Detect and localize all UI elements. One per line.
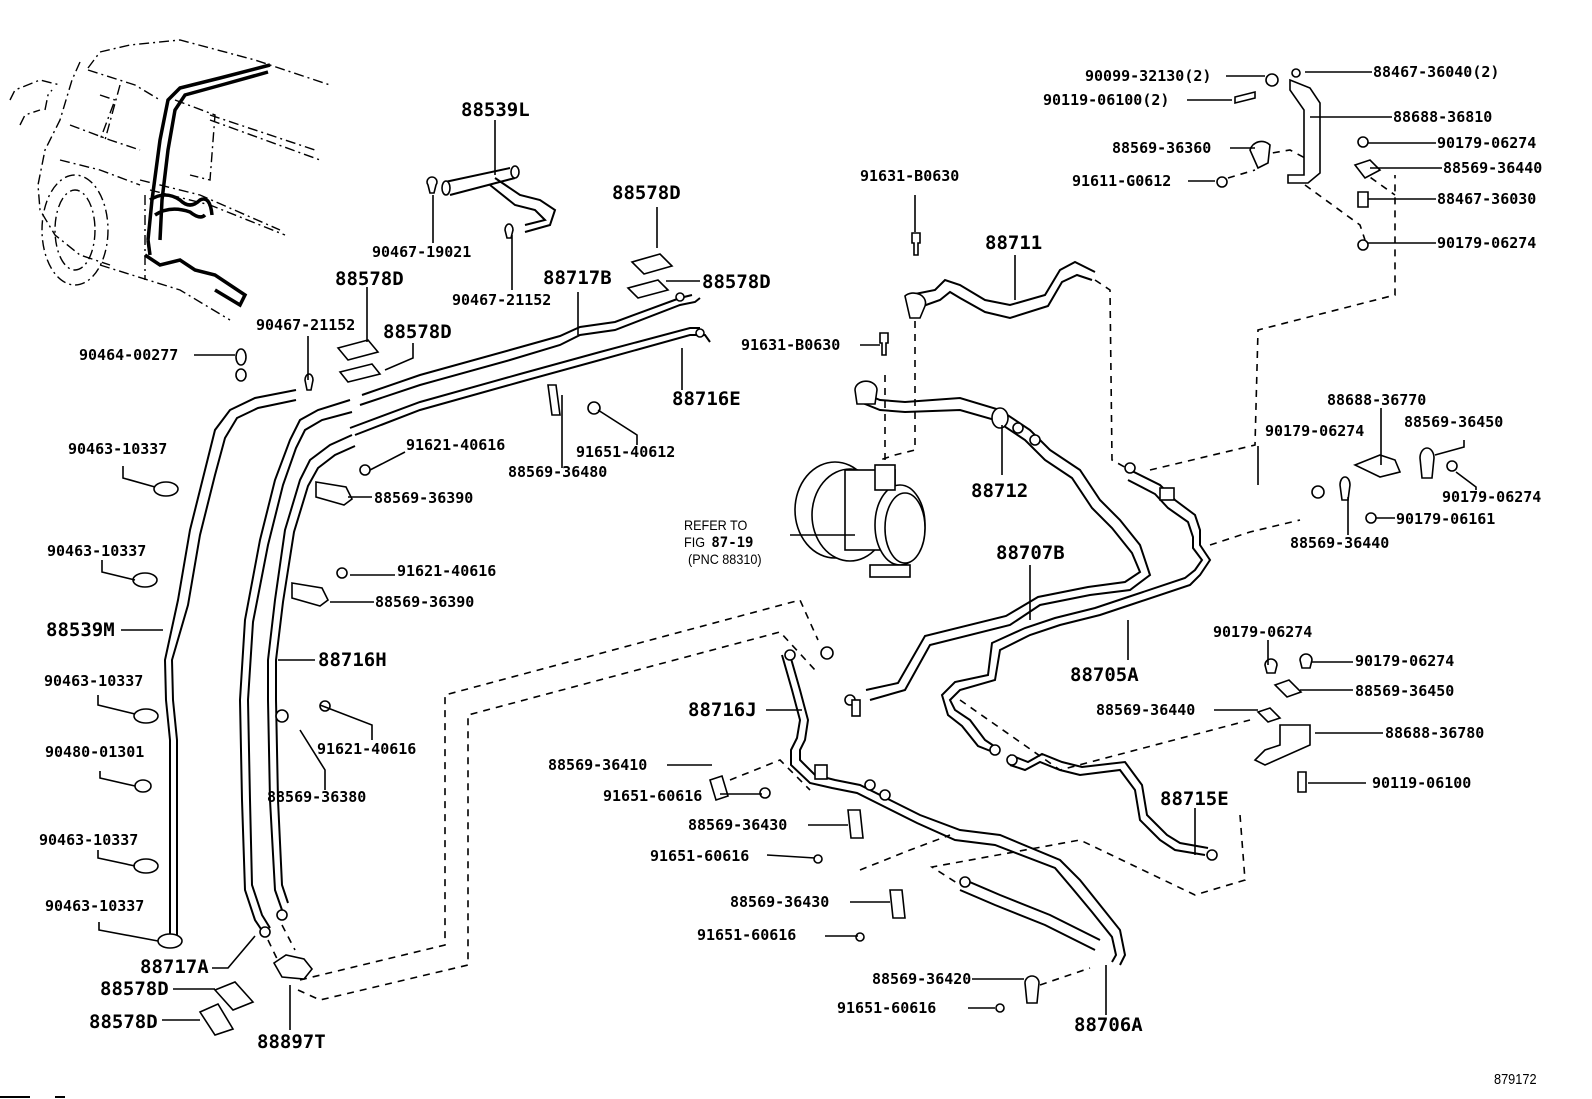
assembly-label-88578D-right[interactable]: 88578D xyxy=(702,271,771,293)
part-label-90179-06274[interactable]: 90179-06274 xyxy=(1442,488,1542,506)
part-label-88569-36450[interactable]: 88569-36450 xyxy=(1404,413,1504,431)
part-label-90467-21152[interactable]: 90467-21152 xyxy=(256,316,356,334)
tube-88715E-illustration xyxy=(989,744,1218,861)
assembly-label-88539M[interactable]: 88539M xyxy=(46,619,115,641)
clipped-mark xyxy=(0,1096,30,1098)
assembly-label-88539L[interactable]: 88539L xyxy=(461,99,530,121)
refer-note-line2: FIG 87-19 xyxy=(684,534,754,551)
assembly-label-88705A[interactable]: 88705A xyxy=(1070,664,1139,686)
tube-88705A-illustration xyxy=(940,462,1212,753)
assembly-label-88711[interactable]: 88711 xyxy=(985,232,1043,254)
part-label-90463-10337[interactable]: 90463-10337 xyxy=(45,897,145,915)
figure-id: 879172 xyxy=(1494,1071,1537,1088)
tube-88716H-88717A-illustration xyxy=(238,399,356,938)
assembly-label-88716E[interactable]: 88716E xyxy=(672,388,741,410)
assembly-label-88716H[interactable]: 88716H xyxy=(318,649,387,671)
part-label-88467-36030[interactable]: 88467-36030 xyxy=(1437,190,1537,208)
part-label-88569-36410[interactable]: 88569-36410 xyxy=(548,756,648,774)
tube-88717B-illustration xyxy=(349,292,711,436)
part-label-88569-36440[interactable]: 88569-36440 xyxy=(1443,159,1543,177)
part-label-91611-G0612[interactable]: 91611-G0612 xyxy=(1072,172,1172,190)
part-label-88569-36360[interactable]: 88569-36360 xyxy=(1112,139,1212,157)
part-label-91651-60616[interactable]: 91651-60616 xyxy=(650,847,750,865)
assembly-label-88715E[interactable]: 88715E xyxy=(1160,788,1229,810)
part-label-90099-32130[interactable]: 90099-32130(2) xyxy=(1085,67,1212,85)
hose-88711-88712-illustration xyxy=(794,232,1152,717)
hose-88539M-illustration xyxy=(163,389,297,940)
part-label-88569-36480[interactable]: 88569-36480 xyxy=(508,463,608,481)
hardware-glyphs xyxy=(132,68,1458,1036)
assembly-label-88578D-lower2[interactable]: 88578D xyxy=(89,1011,158,1033)
part-label-88688-36770[interactable]: 88688-36770 xyxy=(1327,391,1427,409)
leader-lines xyxy=(97,71,1477,1030)
assembly-label-88897T[interactable]: 88897T xyxy=(257,1031,326,1053)
assembly-label-88717A[interactable]: 88717A xyxy=(140,956,209,978)
part-label-88569-36430[interactable]: 88569-36430 xyxy=(688,816,788,834)
assembly-label-88578D-mid[interactable]: 88578D xyxy=(383,321,452,343)
vehicle-outline-illustration xyxy=(9,39,331,321)
part-label-91651-60616[interactable]: 91651-60616 xyxy=(603,787,703,805)
part-label-88569-36440[interactable]: 88569-36440 xyxy=(1096,701,1196,719)
part-label-91621-40616[interactable]: 91621-40616 xyxy=(397,562,497,580)
part-label-91651-60616[interactable]: 91651-60616 xyxy=(837,999,937,1017)
part-label-90179-06274[interactable]: 90179-06274 xyxy=(1213,623,1313,641)
assembly-label-88578D-top[interactable]: 88578D xyxy=(612,182,681,204)
clipped-mark xyxy=(55,1096,65,1098)
part-label-90463-10337[interactable]: 90463-10337 xyxy=(44,672,144,690)
part-label-91621-40616[interactable]: 91621-40616 xyxy=(406,436,506,454)
part-label-91651-60616[interactable]: 91651-60616 xyxy=(697,926,797,944)
part-label-90464-00277[interactable]: 90464-00277 xyxy=(79,346,179,364)
assembly-label-88706A[interactable]: 88706A xyxy=(1074,1014,1143,1036)
part-label-88688-36810[interactable]: 88688-36810 xyxy=(1393,108,1493,126)
compressor-illustration xyxy=(794,461,926,578)
part-label-88688-36780[interactable]: 88688-36780 xyxy=(1385,724,1485,742)
part-label-90179-06274[interactable]: 90179-06274 xyxy=(1355,652,1455,670)
part-label-90463-10337[interactable]: 90463-10337 xyxy=(39,831,139,849)
part-label-90480-01301[interactable]: 90480-01301 xyxy=(45,743,145,761)
part-label-88569-36420[interactable]: 88569-36420 xyxy=(872,970,972,988)
part-label-88569-36430[interactable]: 88569-36430 xyxy=(730,893,830,911)
part-label-88569-36380[interactable]: 88569-36380 xyxy=(267,788,367,806)
assembly-label-88578D-left[interactable]: 88578D xyxy=(335,268,404,290)
part-label-90463-10337[interactable]: 90463-10337 xyxy=(68,440,168,458)
assembly-label-88707B[interactable]: 88707B xyxy=(996,542,1065,564)
part-label-90179-06274[interactable]: 90179-06274 xyxy=(1437,134,1537,152)
tube-88716J-88706A-illustration xyxy=(781,646,1127,966)
part-label-90179-06274[interactable]: 90179-06274 xyxy=(1265,422,1365,440)
part-label-88569-36450[interactable]: 88569-36450 xyxy=(1355,682,1455,700)
part-label-90179-06161[interactable]: 90179-06161 xyxy=(1396,510,1496,528)
refer-note-fig-prefix: FIG xyxy=(684,534,706,550)
part-label-91651-40612[interactable]: 91651-40612 xyxy=(576,443,676,461)
assembly-label-88712[interactable]: 88712 xyxy=(971,480,1029,502)
part-label-90463-10337[interactable]: 90463-10337 xyxy=(47,542,147,560)
part-label-91631-B0630[interactable]: 91631-B0630 xyxy=(860,167,960,185)
refer-note-line1: REFER TO xyxy=(684,517,748,533)
part-label-88467-36040[interactable]: 88467-36040(2) xyxy=(1373,63,1500,81)
assembly-label-88578D-lower1[interactable]: 88578D xyxy=(100,978,169,1000)
part-label-90467-21152[interactable]: 90467-21152 xyxy=(452,291,552,309)
part-label-90119-06100-x2[interactable]: 90119-06100(2) xyxy=(1043,91,1170,109)
assembly-label-88716J[interactable]: 88716J xyxy=(688,699,757,721)
hose-88539L-illustration xyxy=(426,165,557,239)
refer-note-line3: (PNC 88310) xyxy=(688,551,762,567)
part-label-88569-36390[interactable]: 88569-36390 xyxy=(374,489,474,507)
assembly-label-88717B[interactable]: 88717B xyxy=(543,267,612,289)
part-label-91621-40616[interactable]: 91621-40616 xyxy=(317,740,417,758)
refer-note-fig-number[interactable]: 87-19 xyxy=(711,535,754,551)
part-label-90179-06274[interactable]: 90179-06274 xyxy=(1437,234,1537,252)
part-label-90467-19021[interactable]: 90467-19021 xyxy=(372,243,472,261)
part-label-90119-06100[interactable]: 90119-06100 xyxy=(1372,774,1472,792)
part-label-91631-B0630[interactable]: 91631-B0630 xyxy=(741,336,841,354)
part-label-88569-36440[interactable]: 88569-36440 xyxy=(1290,534,1390,552)
part-label-88569-36390[interactable]: 88569-36390 xyxy=(375,593,475,611)
